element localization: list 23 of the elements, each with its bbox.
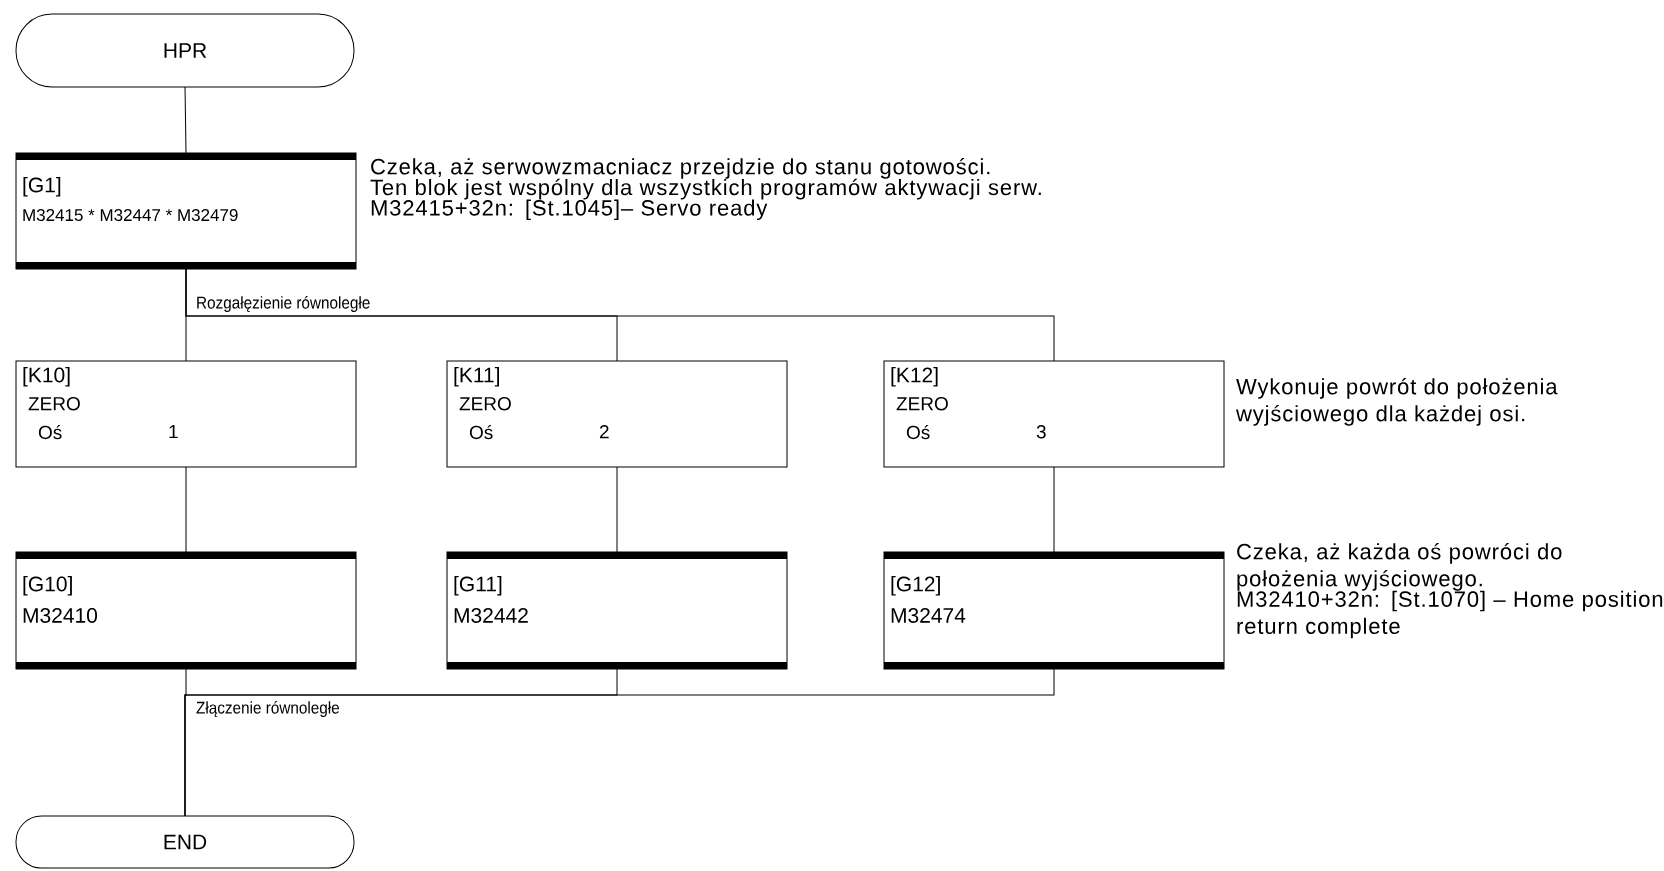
- annotation-text: M32410+32n: [St.1070] – Home position return complete: [1237, 590, 1663, 639]
- connector-line: [184, 86, 187, 154]
- branch-label: Rozgałęzienie równoległe: [197, 295, 370, 312]
- terminal-box: END: [15, 815, 355, 869]
- wait-box: [G11] M32442: [446, 551, 788, 670]
- connector-line: [185, 268, 1055, 362]
- annotation-text: M32415+32n: [St.1045]– Servo ready: [371, 199, 768, 221]
- connector-line: [184, 668, 1055, 817]
- annotation-text: Czeka, aż serwowzmacniacz przejdzie do stanu gotowości.: [371, 158, 990, 179]
- connector-line: [185, 466, 187, 553]
- step-box: [K11] ZERO Oś 2: [446, 360, 788, 468]
- branch-label: Złączenie równoległe: [196, 701, 339, 718]
- connector-line: [616, 466, 618, 553]
- wait-box: [G12] M32474: [883, 551, 1225, 670]
- wait-box: [G10] M32410: [15, 551, 357, 670]
- connector-line: [1053, 466, 1055, 553]
- annotation-text: Ten blok jest wspólny dla wszystkich programów aktywacji serw.: [370, 178, 1041, 200]
- step-box: [K12] ZERO Oś 3: [883, 360, 1225, 468]
- annotation-text: Czeka, aż każda oś powróci do położenia wyjściowego.: [1237, 543, 1562, 591]
- annotation-text: Wykonuje powrót do położenia wyjściowego dla każdej osi.: [1236, 378, 1558, 426]
- wait-box: [G1] M32415 * M32447 * M32479: [15, 152, 357, 270]
- step-box: [K10] ZERO Oś 1: [15, 360, 357, 468]
- terminal-box: HPR: [15, 13, 355, 88]
